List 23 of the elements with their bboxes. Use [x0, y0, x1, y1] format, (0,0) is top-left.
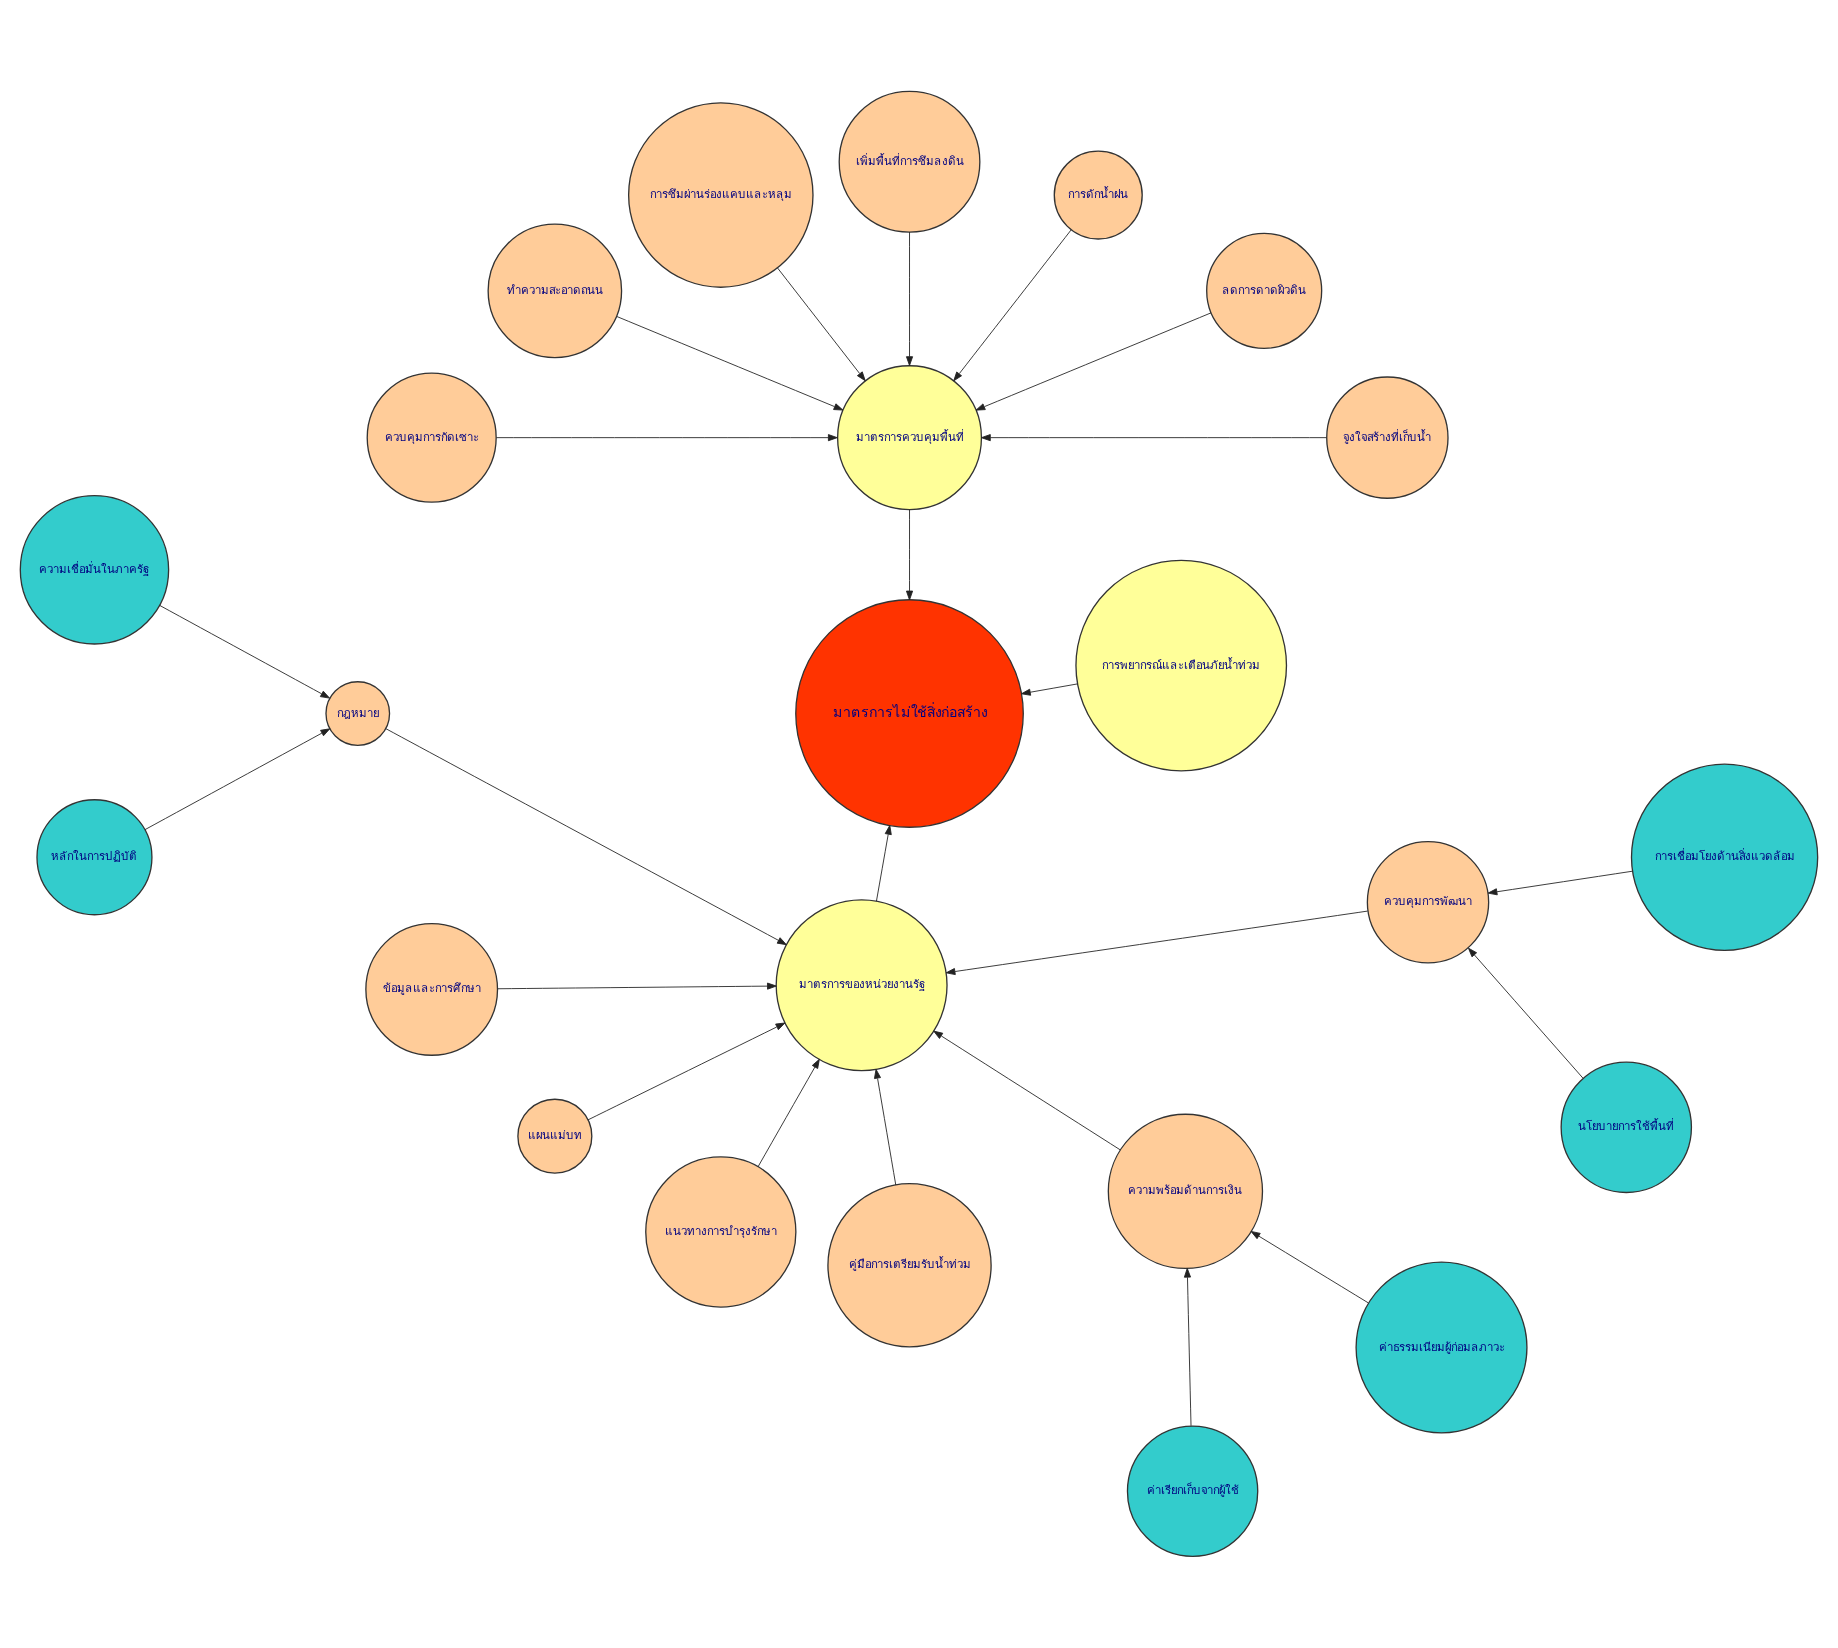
arrow — [757, 1058, 820, 1167]
arrow — [933, 1030, 1121, 1151]
arrow — [876, 825, 892, 902]
arrow — [495, 434, 838, 442]
arrow — [1021, 683, 1078, 696]
arrow — [159, 604, 330, 699]
arrow — [1183, 1267, 1192, 1427]
arrow — [874, 1068, 897, 1186]
arrow — [1487, 870, 1633, 896]
arrow — [1468, 947, 1584, 1079]
arrow — [953, 229, 1072, 382]
arrow — [587, 1022, 786, 1121]
arrow — [144, 728, 331, 831]
arrow — [906, 231, 914, 366]
arrow — [385, 728, 787, 946]
arrow — [616, 316, 844, 411]
arrow — [1250, 1231, 1369, 1304]
arrow — [777, 267, 866, 382]
arrow — [906, 509, 914, 601]
arrow — [975, 312, 1212, 411]
arrow — [945, 910, 1369, 976]
arrow — [497, 982, 777, 990]
arrow — [981, 434, 1327, 442]
